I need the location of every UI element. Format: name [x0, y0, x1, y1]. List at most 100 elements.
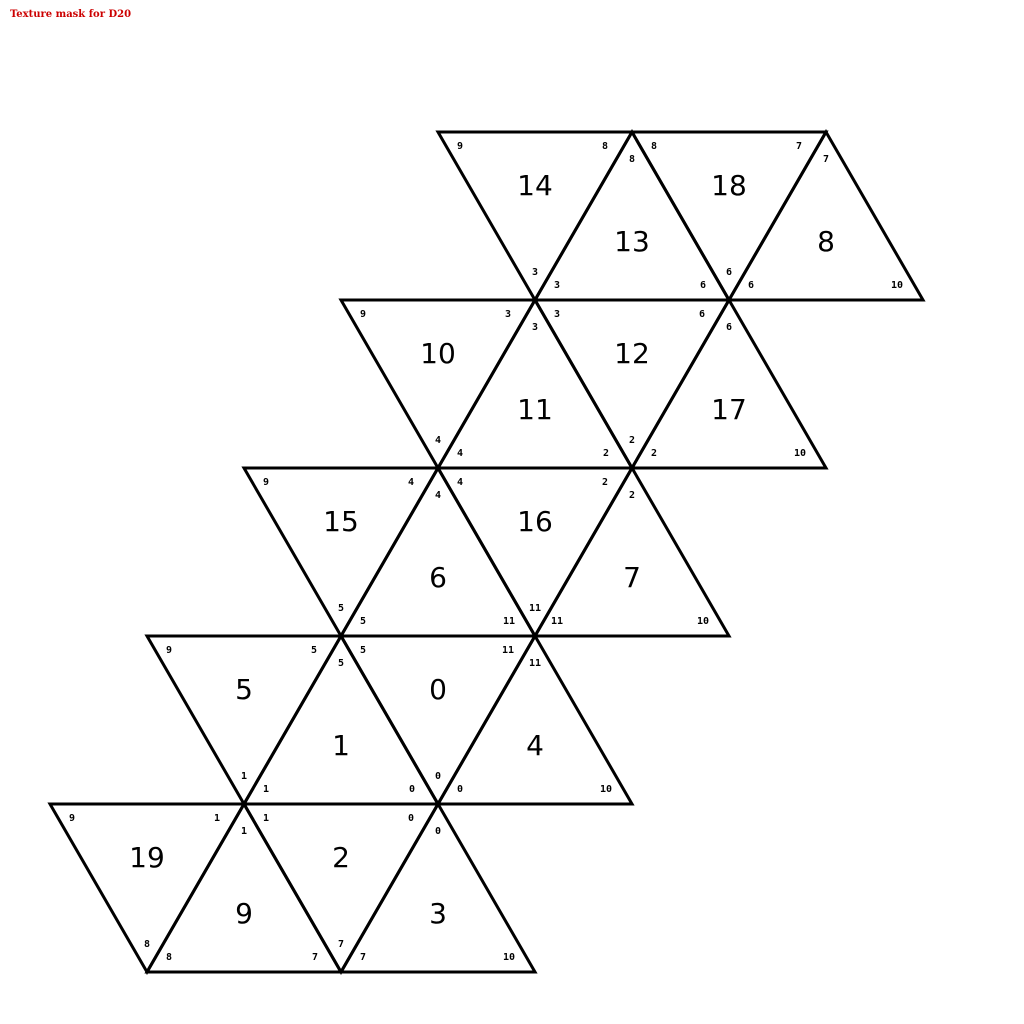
vertex-label: 8 [144, 939, 150, 950]
vertex-label: 11 [529, 603, 541, 614]
vertex-label: 0 [408, 813, 414, 824]
face-outline [435, 633, 635, 806]
vertex-label: 1 [263, 813, 269, 824]
face-2: 2 1 0 7 [241, 802, 441, 975]
vertex-label: 10 [794, 448, 806, 459]
vertex-label: 4 [435, 435, 441, 446]
vertex-label: 0 [435, 826, 441, 837]
vertex-label: 7 [823, 154, 829, 165]
vertex-label: 1 [214, 813, 220, 824]
face-number: 16 [517, 505, 553, 538]
face-number: 13 [614, 225, 650, 258]
vertex-label: 10 [891, 280, 903, 291]
face-number: 11 [517, 393, 553, 426]
vertex-label: 1 [241, 771, 247, 782]
vertex-label: 5 [338, 603, 344, 614]
face-13: 13 8 3 6 [532, 129, 732, 302]
vertex-label: 0 [435, 771, 441, 782]
vertex-label: 10 [600, 784, 612, 795]
vertex-label: 5 [311, 645, 317, 656]
face-number: 8 [817, 225, 835, 258]
face-number: 5 [235, 673, 253, 706]
vertex-label: 1 [263, 784, 269, 795]
face-number: 0 [429, 673, 447, 706]
vertex-label: 6 [726, 267, 732, 278]
vertex-label: 7 [338, 939, 344, 950]
face-outline [629, 297, 829, 470]
vertex-label: 2 [603, 448, 609, 459]
face-number: 2 [332, 841, 350, 874]
face-number: 18 [711, 169, 747, 202]
vertex-label: 9 [457, 141, 463, 152]
vertex-label: 11 [503, 616, 515, 627]
vertex-label: 5 [360, 645, 366, 656]
vertex-label: 8 [166, 952, 172, 963]
face-number: 12 [614, 337, 650, 370]
vertex-label: 9 [69, 813, 75, 824]
face-outline [532, 465, 732, 638]
vertex-label: 8 [651, 141, 657, 152]
face-17: 17 6 2 10 [629, 297, 829, 470]
vertex-label: 3 [554, 280, 560, 291]
vertex-label: 2 [629, 435, 635, 446]
vertex-label: 3 [532, 322, 538, 333]
vertex-label: 3 [532, 267, 538, 278]
vertex-label: 10 [503, 952, 515, 963]
vertex-label: 4 [408, 477, 414, 488]
face-11: 11 3 4 2 [435, 297, 635, 470]
face-9: 9 1 8 7 [144, 801, 344, 974]
vertex-label: 7 [796, 141, 802, 152]
vertex-label: 5 [360, 616, 366, 627]
face-8: 8 7 6 10 [726, 129, 926, 302]
face-5: 5 9 5 1 [144, 634, 344, 807]
face-outline [338, 801, 538, 974]
face-number: 19 [129, 841, 165, 874]
vertex-label: 4 [457, 477, 463, 488]
vertex-label: 5 [338, 658, 344, 669]
vertex-label: 3 [505, 309, 511, 320]
vertex-label: 3 [554, 309, 560, 320]
vertex-label: 6 [726, 322, 732, 333]
vertex-label: 4 [457, 448, 463, 459]
face-number: 7 [623, 561, 641, 594]
vertex-label: 6 [700, 280, 706, 291]
face-number: 4 [526, 729, 544, 762]
vertex-label: 11 [551, 616, 563, 627]
face-12: 12 3 6 2 [532, 298, 732, 471]
vertex-label: 0 [457, 784, 463, 795]
face-number: 1 [332, 729, 350, 762]
vertex-label: 2 [651, 448, 657, 459]
vertex-label: 8 [629, 154, 635, 165]
face-16: 16 4 2 11 [435, 466, 635, 639]
vertex-label: 11 [502, 645, 514, 656]
face-number: 15 [323, 505, 359, 538]
vertex-label: 6 [699, 309, 705, 320]
face-outline [726, 129, 926, 302]
vertex-label: 9 [263, 477, 269, 488]
face-number: 9 [235, 897, 253, 930]
vertex-label: 4 [435, 490, 441, 501]
face-18: 18 8 7 6 [629, 130, 829, 303]
vertex-label: 2 [629, 490, 635, 501]
vertex-label: 7 [360, 952, 366, 963]
face-3: 3 0 7 10 [338, 801, 538, 974]
diagram-caption: Texture mask for D20 [10, 9, 132, 20]
vertex-label: 10 [697, 616, 709, 627]
face-4: 4 11 0 10 [435, 633, 635, 806]
vertex-label: 8 [602, 141, 608, 152]
face-7: 7 2 11 10 [532, 465, 732, 638]
vertex-label: 11 [529, 658, 541, 669]
face-15: 15 9 4 5 [241, 466, 441, 639]
vertex-label: 1 [241, 826, 247, 837]
vertex-label: 7 [312, 952, 318, 963]
face-19: 19 9 1 8 [47, 802, 247, 975]
face-number: 10 [420, 337, 456, 370]
vertex-label: 0 [409, 784, 415, 795]
face-number: 17 [711, 393, 747, 426]
vertex-label: 9 [166, 645, 172, 656]
face-number: 3 [429, 897, 447, 930]
